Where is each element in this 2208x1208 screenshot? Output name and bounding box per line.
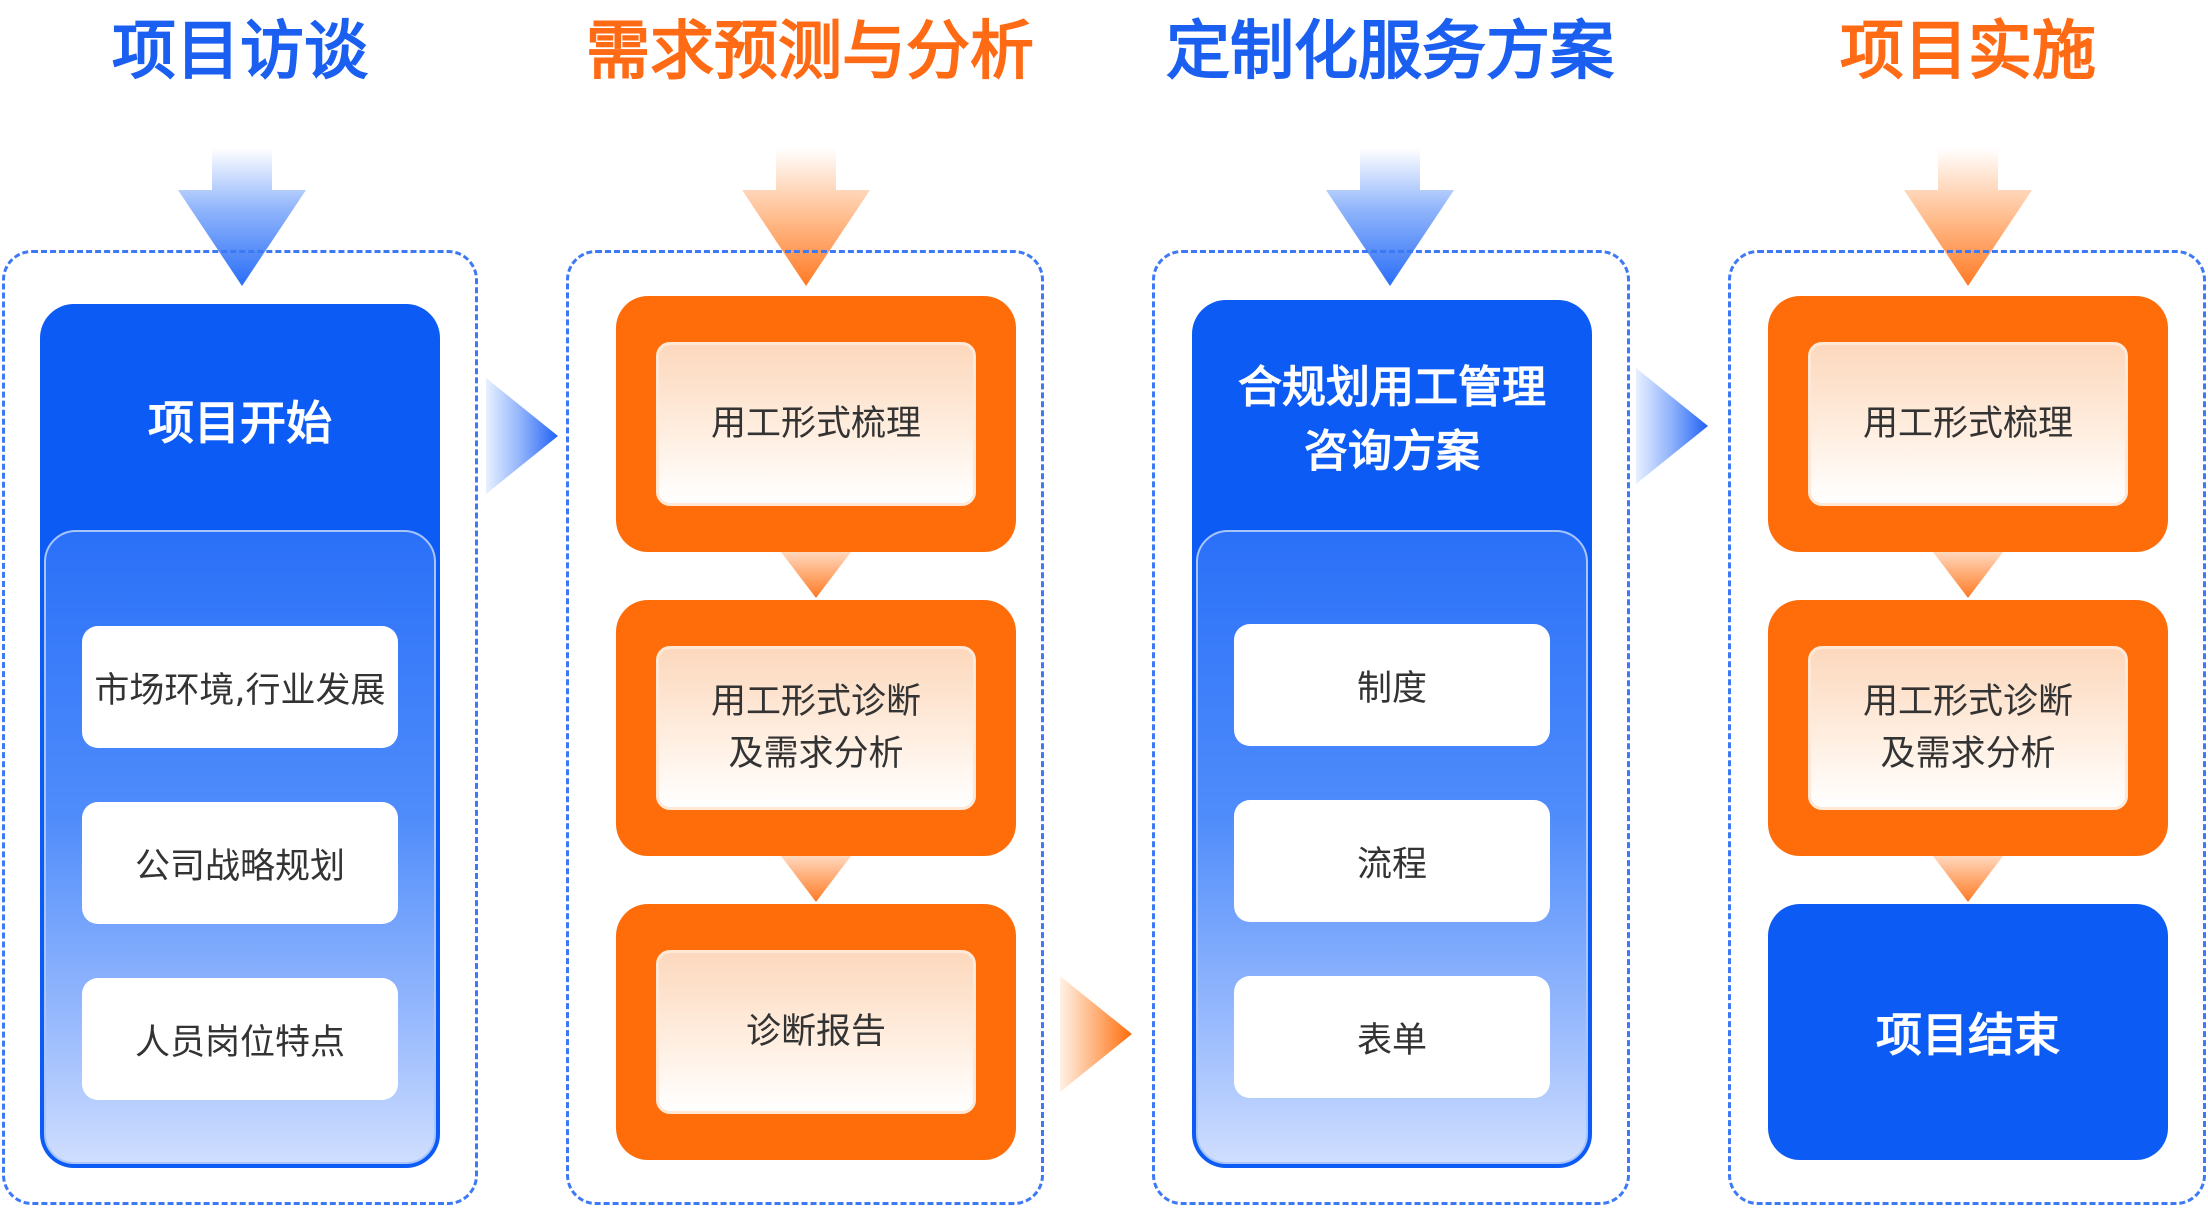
stage-title-interview: 项目访谈 bbox=[112, 15, 368, 89]
compliance-plan-heading: 合规划用工管理咨询方案 bbox=[1238, 362, 1546, 477]
implementation-step-label: 用工形式诊断及需求分析 bbox=[1808, 646, 2128, 810]
analysis-step-label: 用工形式梳理 bbox=[656, 342, 976, 506]
analysis-step-card: 诊断报告 bbox=[616, 904, 1016, 1160]
compliance-plan-card: 合规划用工管理咨询方案 制度 流程 表单 bbox=[1192, 300, 1592, 1168]
stage-column-analysis bbox=[566, 250, 1044, 1205]
down-arrow-icon bbox=[1326, 148, 1454, 286]
plan-item: 表单 bbox=[1234, 976, 1550, 1098]
down-arrow-icon bbox=[1933, 552, 2003, 598]
right-arrow-icon bbox=[1060, 976, 1132, 1092]
plan-item: 制度 bbox=[1234, 624, 1550, 746]
down-arrow-icon bbox=[178, 148, 306, 286]
stage-column-implementation bbox=[1728, 250, 2206, 1205]
stage-column-solution bbox=[1152, 250, 1630, 1205]
plan-item: 流程 bbox=[1234, 800, 1550, 922]
stage-title-implementation: 项目实施 bbox=[1840, 15, 2096, 89]
analysis-step-card: 用工形式诊断及需求分析 bbox=[616, 600, 1016, 856]
project-end-card: 项目结束 bbox=[1768, 904, 2168, 1160]
right-arrow-icon bbox=[1636, 368, 1708, 484]
interview-topics-panel: 市场环境,行业发展 公司战略规划 人员岗位特点 bbox=[44, 530, 436, 1164]
project-start-card: 项目开始 市场环境,行业发展 公司战略规划 人员岗位特点 bbox=[40, 304, 440, 1168]
topic-item: 市场环境,行业发展 bbox=[82, 626, 398, 748]
topic-item: 公司战略规划 bbox=[82, 802, 398, 924]
implementation-step-card: 用工形式诊断及需求分析 bbox=[1768, 600, 2168, 856]
project-start-heading: 项目开始 bbox=[148, 396, 332, 450]
analysis-step-label: 用工形式诊断及需求分析 bbox=[656, 646, 976, 810]
analysis-step-label: 诊断报告 bbox=[656, 950, 976, 1114]
down-arrow-icon bbox=[1933, 856, 2003, 902]
topic-item: 人员岗位特点 bbox=[82, 978, 398, 1100]
stage-title-solution: 定制化服务方案 bbox=[1166, 15, 1614, 89]
implementation-step-card: 用工形式梳理 bbox=[1768, 296, 2168, 552]
down-arrow-icon bbox=[781, 856, 851, 902]
right-arrow-icon bbox=[486, 378, 558, 494]
down-arrow-icon bbox=[742, 148, 870, 286]
down-arrow-icon bbox=[1904, 148, 2032, 286]
plan-items-panel: 制度 流程 表单 bbox=[1196, 530, 1588, 1164]
down-arrow-icon bbox=[781, 552, 851, 598]
stage-column-interview bbox=[2, 250, 478, 1205]
analysis-step-card: 用工形式梳理 bbox=[616, 296, 1016, 552]
implementation-step-label: 用工形式梳理 bbox=[1808, 342, 2128, 506]
stage-title-analysis: 需求预测与分析 bbox=[586, 15, 1034, 89]
